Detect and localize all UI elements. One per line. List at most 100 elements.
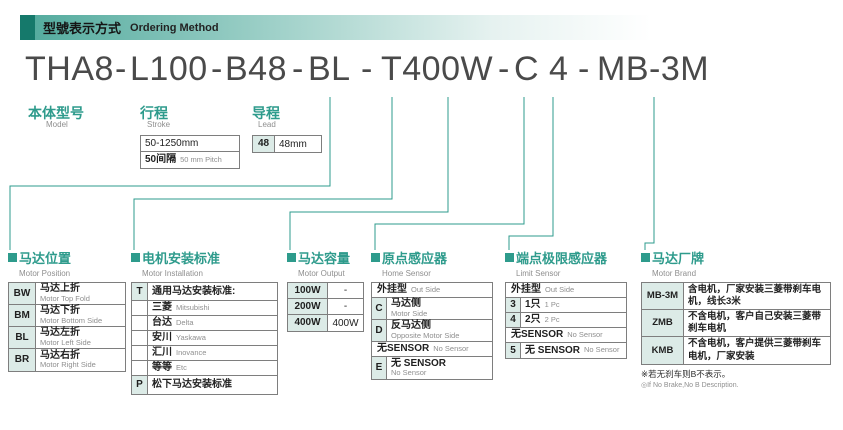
group-en: No Sensor: [433, 345, 468, 354]
header-title-zh: 型號表示方式: [43, 18, 121, 37]
option-desc: 马达上折 Motor Top Fold: [36, 283, 125, 304]
brand-note-zh: ※若无刹车则B不表示。: [641, 368, 730, 380]
section-motor-installation-header: 电机安装标准 Motor Installation: [131, 248, 220, 278]
option-desc: 汇川 Inovance: [148, 346, 277, 360]
option-zh: 1只: [525, 299, 541, 311]
model-segment-body: THA8: [25, 51, 114, 88]
option-en: 1 Pc: [545, 301, 560, 310]
limit-sensor-table: 外挂型 Out Side 3 1只 1 Pc 4 2只 2 Pc 无SENSOR…: [505, 282, 627, 359]
option-code: KMB: [642, 337, 684, 364]
header-gradient-bar: 型號表示方式 Ordering Method: [35, 15, 825, 40]
option-en: 2 Pc: [545, 316, 560, 325]
section-subtitle: Motor Installation: [142, 269, 220, 278]
section-limit-sensor-header: 端点极限感应器 Limit Sensor: [505, 248, 607, 278]
option-code: 4: [506, 313, 521, 327]
option-en: Motor Right Side: [40, 361, 121, 370]
table-row: KMB 不含电机，客户提供三菱带刹车电机，厂家安装: [642, 337, 830, 364]
section-title: 端点极限感应器: [505, 248, 607, 267]
option-desc: 1只 1 Pc: [521, 298, 626, 312]
table-row: BW 马达上折 Motor Top Fold: [9, 283, 125, 305]
model-section-subtitle: Model: [46, 120, 68, 129]
motor-brand-table: MB-3M 含电机，厂家安装三菱带刹车电机，线长3米 ZMB 不含电机，客户自己…: [641, 282, 831, 365]
header-accent-square-icon: [20, 15, 35, 40]
connector-4-to-limit-sensor: [509, 97, 553, 250]
section-motor-output-header: 马达容量 Motor Output: [287, 248, 350, 278]
group-header-cell: 外挂型 Out Side: [372, 283, 492, 297]
option-zh: 无 SENSOR: [525, 345, 580, 357]
section-title-text: 端点极限感应器: [516, 248, 607, 267]
option-code: 200W: [288, 299, 328, 314]
option-desc: 无 SENSOR No Sensor: [521, 343, 626, 358]
option-en: Opposite Motor Side: [391, 332, 488, 341]
section-title: 马达容量: [287, 248, 350, 267]
section-title-text: 马达容量: [298, 248, 350, 267]
lead-value: 48mm: [275, 136, 321, 152]
option-zh: 不含电机，客户自己安装三菱带刹车电机: [688, 311, 826, 336]
section-home-sensor-header: 原点感应器 Home Sensor: [371, 248, 447, 278]
option-value: 400W: [328, 315, 363, 331]
option-code: 400W: [288, 315, 328, 331]
section-bullet-icon: [8, 253, 17, 262]
option-en: Mitsubishi: [176, 304, 209, 313]
model-separator: -: [115, 51, 127, 88]
table-row: ZMB 不含电机，客户自己安装三菱带刹车电机: [642, 310, 830, 337]
section-bullet-icon: [505, 253, 514, 262]
option-desc: 马达侧 Motor Side: [387, 298, 492, 319]
option-desc: 三菱 Mitsubishi: [148, 301, 277, 315]
stroke-section-subtitle: Stroke: [147, 120, 170, 129]
option-code: BW: [9, 283, 36, 304]
section-subtitle: Limit Sensor: [516, 269, 607, 278]
option-en: Motor Top Fold: [40, 295, 121, 304]
section-title: 马达厂牌: [641, 248, 704, 267]
section-motor-brand-header: 马达厂牌 Motor Brand: [641, 248, 704, 278]
group-en: No Sensor: [567, 331, 602, 340]
section-bullet-icon: [641, 253, 650, 262]
stroke-table: 50-1250mm 50间隔 50 mm Pitch: [140, 135, 240, 169]
motor-position-table: BW 马达上折 Motor Top Fold BM 马达下折 Motor Bot…: [8, 282, 126, 372]
table-row: 3 1只 1 Pc: [506, 298, 626, 313]
option-desc: 反马达侧 Opposite Motor Side: [387, 320, 492, 341]
section-title-text: 电机安装标准: [142, 248, 220, 267]
model-segment-sensors: C 4: [514, 51, 568, 88]
option-desc: 2只 2 Pc: [521, 313, 626, 327]
option-desc: 安川 Yaskawa: [148, 331, 277, 345]
table-row: 400W 400W: [288, 315, 363, 331]
option-code: 5: [506, 343, 521, 358]
group-zh: 外挂型: [377, 284, 407, 296]
option-code: BL: [9, 327, 36, 348]
table-group-header: 无SENSOR No Sensor: [506, 328, 626, 343]
option-code: [132, 301, 148, 315]
model-separator: -: [578, 51, 590, 88]
table-row: C 马达侧 Motor Side: [372, 298, 492, 320]
table-row: 200W -: [288, 299, 363, 315]
option-desc: 等等 Etc: [148, 361, 277, 375]
option-zh: 通用马达安装标准:: [152, 286, 273, 298]
table-row: 4 2只 2 Pc: [506, 313, 626, 328]
table-row: T 通用马达安装标准:: [132, 283, 277, 301]
table-row: 台达 Delta: [132, 316, 277, 331]
option-en: Motor Bottom Side: [40, 317, 121, 326]
option-zh: 三菱: [152, 302, 172, 314]
lead-table: 48 48mm: [252, 135, 322, 153]
section-subtitle: Home Sensor: [382, 269, 447, 278]
motor-installation-table: T 通用马达安装标准: 三菱 Mitsubishi 台达 Delta 安川 Ya…: [131, 282, 278, 395]
option-zh: 等等: [152, 362, 172, 374]
table-row: 50间隔 50 mm Pitch: [141, 152, 239, 168]
section-subtitle: Motor Brand: [652, 269, 704, 278]
model-separator: -: [498, 51, 510, 88]
table-row: 等等 Etc: [132, 361, 277, 376]
group-header-cell: 无SENSOR No Sensor: [506, 328, 626, 342]
brand-note-en: ◎If No Brake,No B Description.: [641, 381, 739, 389]
table-row: 汇川 Inovance: [132, 346, 277, 361]
table-row: 安川 Yaskawa: [132, 331, 277, 346]
option-zh: 松下马达安装标准: [152, 379, 273, 391]
section-title: 电机安装标准: [131, 248, 220, 267]
option-code: C: [372, 298, 387, 319]
option-desc: 通用马达安装标准:: [148, 283, 277, 300]
table-row: 5 无 SENSOR No Sensor: [506, 343, 626, 358]
section-motor-position-header: 马达位置 Motor Position: [8, 248, 71, 278]
option-desc: 无 SENSOR No Sensor: [387, 357, 492, 379]
option-desc: 马达下折 Motor Bottom Side: [36, 305, 125, 326]
option-code: [132, 346, 148, 360]
option-zh: 安川: [152, 332, 172, 344]
